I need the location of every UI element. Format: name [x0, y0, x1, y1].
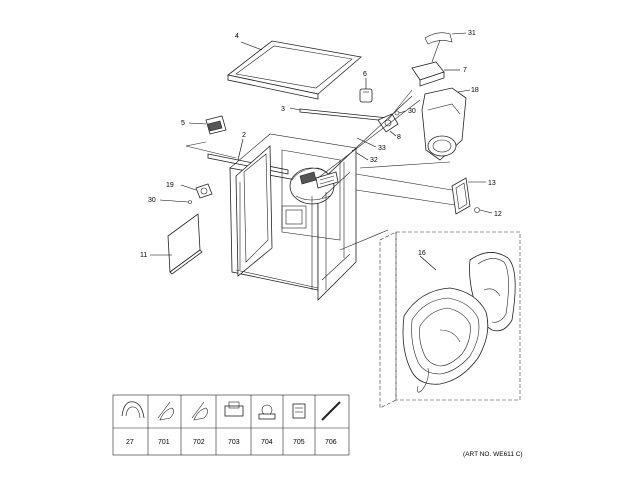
legend-number: 706: [325, 439, 337, 446]
clip-icon: [224, 401, 244, 417]
callout-19: 19: [166, 182, 174, 189]
callout-16: 16: [418, 250, 426, 257]
callout-11: 11: [140, 252, 147, 259]
callout-12: 12: [494, 211, 502, 218]
control-bracket-5: 5: [181, 115, 227, 135]
callout-5: 5: [181, 120, 185, 127]
panel-13: 13: [451, 177, 496, 215]
legend-number: 704: [261, 439, 273, 446]
access-panel-11: 11: [140, 213, 203, 275]
callout-6: 6: [363, 71, 367, 78]
callout-30a: 30: [408, 108, 416, 115]
door-switch-19: 19: [166, 182, 213, 199]
top-panel: 4: [227, 33, 362, 100]
legend-number: 702: [193, 439, 205, 446]
callout-31: 31: [468, 30, 476, 37]
gasket-kit-box: 16: [379, 231, 521, 409]
callout-13: 13: [488, 180, 496, 187]
fastener-30-left: 30: [148, 197, 192, 204]
assembly-guide-lines: [185, 89, 456, 251]
hardware-legend: 27 701 702 703 704 705 706: [112, 394, 350, 456]
vent-hose-31: 31: [424, 30, 476, 63]
callout-3: 3: [281, 106, 285, 113]
callout-32: 32: [370, 157, 378, 164]
legend-number: 27: [126, 439, 134, 446]
top-rail: 3: [281, 106, 389, 122]
door-gasket-16: [402, 252, 516, 393]
hose-clamp-icon: [121, 401, 145, 419]
cabinet: [229, 133, 357, 301]
component-6: 6: [359, 71, 373, 103]
blower-housing-18: 18: [421, 87, 479, 161]
part-33: 33: [356, 137, 386, 152]
callout-7: 7: [463, 67, 467, 74]
callout-33: 33: [378, 145, 386, 152]
clip-icon-2: [292, 403, 306, 419]
cable-clamp-icon: [258, 404, 276, 420]
legend-number: 703: [228, 439, 240, 446]
legend-number: 701: [158, 439, 170, 446]
screw-12: 12: [474, 207, 502, 218]
wire-tie-icon-2: [191, 401, 208, 421]
callout-30b: 30: [148, 197, 156, 204]
art-number: (ART NO. WE611 C): [463, 451, 523, 458]
legend-number: 705: [293, 439, 305, 446]
callout-4: 4: [235, 33, 239, 40]
callout-18: 18: [471, 87, 479, 94]
vent-bracket-7: 7: [411, 61, 467, 87]
wire-icon: [321, 401, 341, 421]
wire-tie-icon: [157, 401, 174, 421]
callout-8: 8: [397, 134, 401, 141]
callout-2: 2: [242, 132, 246, 139]
